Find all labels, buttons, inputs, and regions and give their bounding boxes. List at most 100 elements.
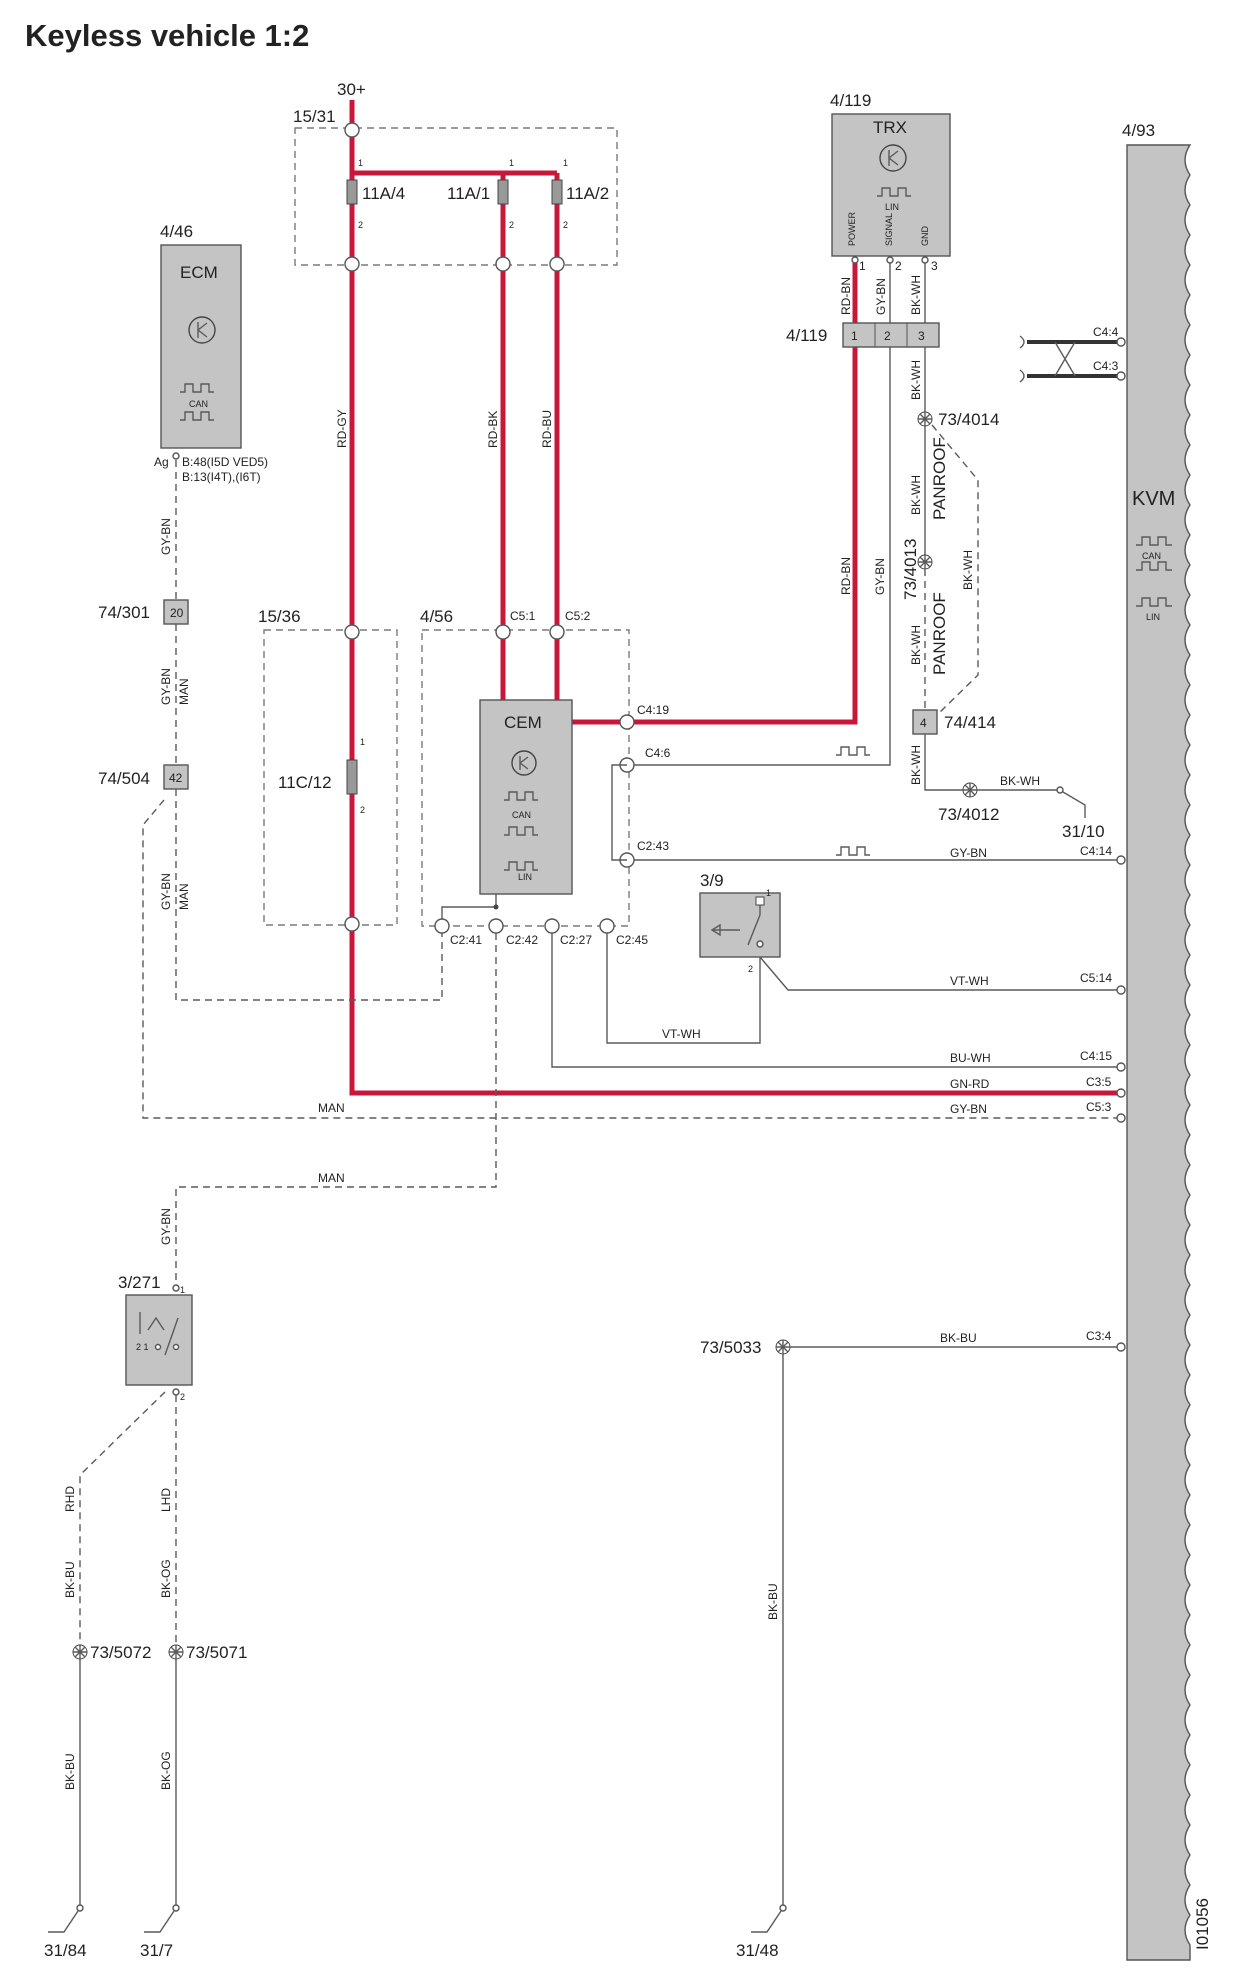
trx-pin-power: POWER (847, 211, 857, 246)
kvm-pin-c44: C4:4 (1093, 325, 1119, 339)
svg-text:1: 1 (851, 329, 858, 343)
cem-pin-c419: C4:19 (637, 703, 669, 717)
wire-rdbk: RD-BK (486, 411, 500, 448)
wire-bkbu-rhd: BK-BU (63, 1561, 77, 1598)
wire-rdgy: RD-GY (335, 409, 349, 448)
drawing-id: I01056 (1193, 1898, 1212, 1950)
splice-4013-ref: 73/4013 (901, 539, 920, 600)
svg-text:2 1: 2 1 (136, 1342, 149, 1352)
cem-pin-c241: C2:41 (450, 933, 482, 947)
wire-bkwh-4012: BK-WH (909, 745, 923, 785)
fuse-11a4: 12 11A/4 (346, 158, 405, 230)
ecm-pin: Ag (154, 455, 169, 469)
trx-conn-ref: 4/119 (786, 326, 827, 345)
ground-31-48: 31/48 (736, 1904, 787, 1960)
trx-pin-gnd: GND (920, 226, 930, 247)
cem-pin-c51: C5:1 (510, 609, 536, 623)
ground-3148-ref: 31/48 (736, 1941, 779, 1960)
cem-transistor-icon (511, 750, 537, 776)
fuse-11a2: 12 11A/2 (551, 158, 609, 230)
trx-lin-label: LIN (885, 202, 899, 212)
svg-text:1: 1 (859, 259, 866, 273)
trx-name: TRX (873, 118, 907, 137)
wire-gybn-ecm: GY-BN (159, 518, 173, 555)
switch-3-9: 3/9 1 2 (699, 871, 781, 974)
supply-30plus: 30+ (337, 80, 366, 99)
conn-74-504-pin: 42 (169, 771, 183, 785)
wire-bkwh-panroof3: BK-WH (909, 625, 923, 665)
trx-module: 4/119 TRX LIN POWER SIGNAL GND 1 2 3 (830, 91, 951, 273)
wire-vtwh-loop: VT-WH (662, 1027, 701, 1041)
cem-pin-c245: C2:45 (616, 933, 648, 947)
svg-text:2: 2 (180, 1392, 185, 1402)
splice-5072-ref: 73/5072 (90, 1643, 151, 1662)
wire-rdbn-trx: RD-BN (839, 277, 853, 315)
fusebox1-ref: 15/31 (293, 107, 336, 126)
kvm-lin-symbol: LIN (1136, 597, 1172, 622)
wire-bkbu-g3184: BK-BU (63, 1753, 77, 1790)
kvm-pin-c35: C3:5 (1086, 1075, 1112, 1089)
option-panroof1: PANROOF (930, 437, 949, 520)
option-man-ecm: MAN (177, 678, 191, 705)
fuse-11a1: 12 11A/1 (447, 158, 514, 230)
option-man-c53: MAN (318, 1101, 345, 1115)
trx-ref: 4/119 (830, 91, 871, 110)
kvm-pin-c34: C3:4 (1086, 1329, 1112, 1343)
kvm-module: 4/93 KVM CAN LIN I01056 (1122, 121, 1212, 1961)
wire-bkwh-conn: BK-WH (909, 360, 923, 400)
cem-pin-c243: C2:43 (637, 839, 669, 853)
wire-bkog-g317: BK-OG (159, 1751, 173, 1790)
ground-3184-ref: 31/84 (44, 1941, 87, 1960)
wire-gybn-c53: GY-BN (950, 1102, 987, 1116)
ground-31-10: 31/10 (1056, 786, 1105, 841)
conn-74-301-pin: 20 (170, 606, 184, 620)
conn-74-504-ref: 74/504 (98, 769, 150, 788)
ecm-can-label: CAN (189, 399, 208, 409)
svg-text:2: 2 (895, 259, 902, 273)
ground-31-7: 31/7 (140, 1904, 180, 1960)
cem-pin-c46: C4:6 (645, 746, 671, 760)
wire-gybn-trx: GY-BN (874, 278, 888, 315)
ecm-transistor-icon (188, 316, 216, 344)
ground-31-84: 31/84 (44, 1904, 87, 1960)
fusebox-15-36: 15/36 12 11C/12 (258, 607, 398, 932)
wire-bkwh-panroof2: BK-WH (961, 550, 975, 590)
ecm-name: ECM (180, 263, 218, 282)
conn-74-414-ref: 74/414 (944, 713, 996, 732)
ground-317-ref: 31/7 (140, 1941, 173, 1960)
kvm-pin-c415: C4:15 (1080, 1049, 1112, 1063)
wire-vtwh-c514: VT-WH (950, 974, 989, 988)
fuse-11a1-label: 11A/1 (447, 184, 490, 203)
svg-text:2: 2 (884, 329, 891, 343)
ecm-pin-note1: B:48(I5D VED5) (182, 455, 268, 469)
svg-text:1: 1 (180, 1285, 185, 1295)
wire-gybn-c414: GY-BN (950, 846, 987, 860)
splice-5033-ref: 73/5033 (700, 1338, 761, 1357)
kvm-can-symbol: CAN (1136, 536, 1172, 571)
page-title: Keyless vehicle 1:2 (25, 18, 310, 53)
option-panroof2: PANROOF (930, 592, 949, 675)
ecm-module: 4/46 ECM CAN Ag B:48(I5D VED5) B:13(I4T)… (154, 222, 268, 484)
splice-5071-ref: 73/5071 (186, 1643, 247, 1662)
splice-73-4012: 73/4012 (938, 782, 999, 824)
splice-73-5033: 73/5033 (700, 1338, 791, 1357)
wire-bkwh-trx: BK-WH (909, 275, 923, 315)
kvm-lin-label: LIN (1146, 612, 1160, 622)
svg-text:1: 1 (509, 158, 514, 168)
cem-can-label: CAN (512, 810, 531, 820)
svg-text:2: 2 (358, 220, 363, 230)
switch3271-ref: 3/271 (118, 1273, 161, 1292)
ground-3110-ref: 31/10 (1062, 822, 1105, 841)
wire-bkwh-panroof1: BK-WH (909, 475, 923, 515)
splice-4014-ref: 73/4014 (938, 410, 999, 429)
conn-74-301-ref: 74/301 (98, 603, 150, 622)
wire-gybn-3271: GY-BN (159, 1208, 173, 1245)
splice-73-4014: 73/4014 (917, 410, 999, 429)
trx-connector: 1 2 3 4/119 (786, 322, 940, 348)
fuse-11c12-label: 11C/12 (278, 773, 332, 792)
switch-3-271: 3/271 1 2 2 1 (118, 1273, 193, 1402)
fusebox-15-31: 15/31 30+ (293, 80, 618, 266)
cem-pin-c242: C2:42 (506, 933, 538, 947)
ecm-ref: 4/46 (160, 222, 193, 241)
